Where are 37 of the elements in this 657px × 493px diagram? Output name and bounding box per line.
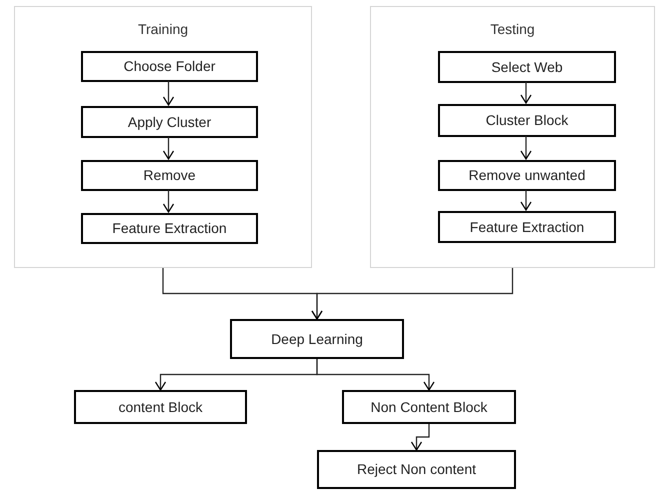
group-panel (14, 6, 312, 268)
box-label: Deep Learning (271, 330, 363, 349)
process-box (438, 160, 616, 191)
arrow (520, 82, 532, 104)
box-label: Apply Cluster (128, 112, 212, 132)
arrow (162, 81, 174, 106)
process-box (342, 390, 516, 424)
box-label: Choose Folder (124, 57, 216, 76)
box-label: Feature Extraction (470, 218, 584, 236)
arrow (316, 359, 435, 391)
arrow (162, 137, 174, 160)
process-box (438, 51, 616, 83)
process-box (74, 390, 247, 424)
arrow (311, 268, 514, 320)
process-box (317, 450, 516, 489)
process-box (81, 213, 258, 244)
process-box (438, 104, 616, 137)
box-label: Reject Non content (356, 460, 476, 479)
process-box (81, 160, 258, 191)
arrow (520, 190, 532, 211)
box-label: content Block (118, 398, 203, 416)
process-box (438, 211, 616, 243)
group-title: Training (136, 20, 190, 39)
box-label: Non Content Block (370, 398, 488, 416)
group-panel (370, 6, 655, 268)
box-label: Cluster Block (486, 111, 568, 130)
group-title: Testing (489, 20, 536, 39)
arrow (162, 190, 174, 213)
box-label: Select Web (491, 58, 563, 76)
process-box (81, 106, 258, 138)
process-box (230, 319, 404, 359)
box-label: Remove (143, 166, 196, 185)
box-label: Feature Extraction (112, 219, 227, 238)
process-box (81, 51, 258, 82)
arrow (520, 136, 532, 160)
box-label: Remove unwanted (468, 166, 586, 185)
arrow (410, 424, 430, 451)
